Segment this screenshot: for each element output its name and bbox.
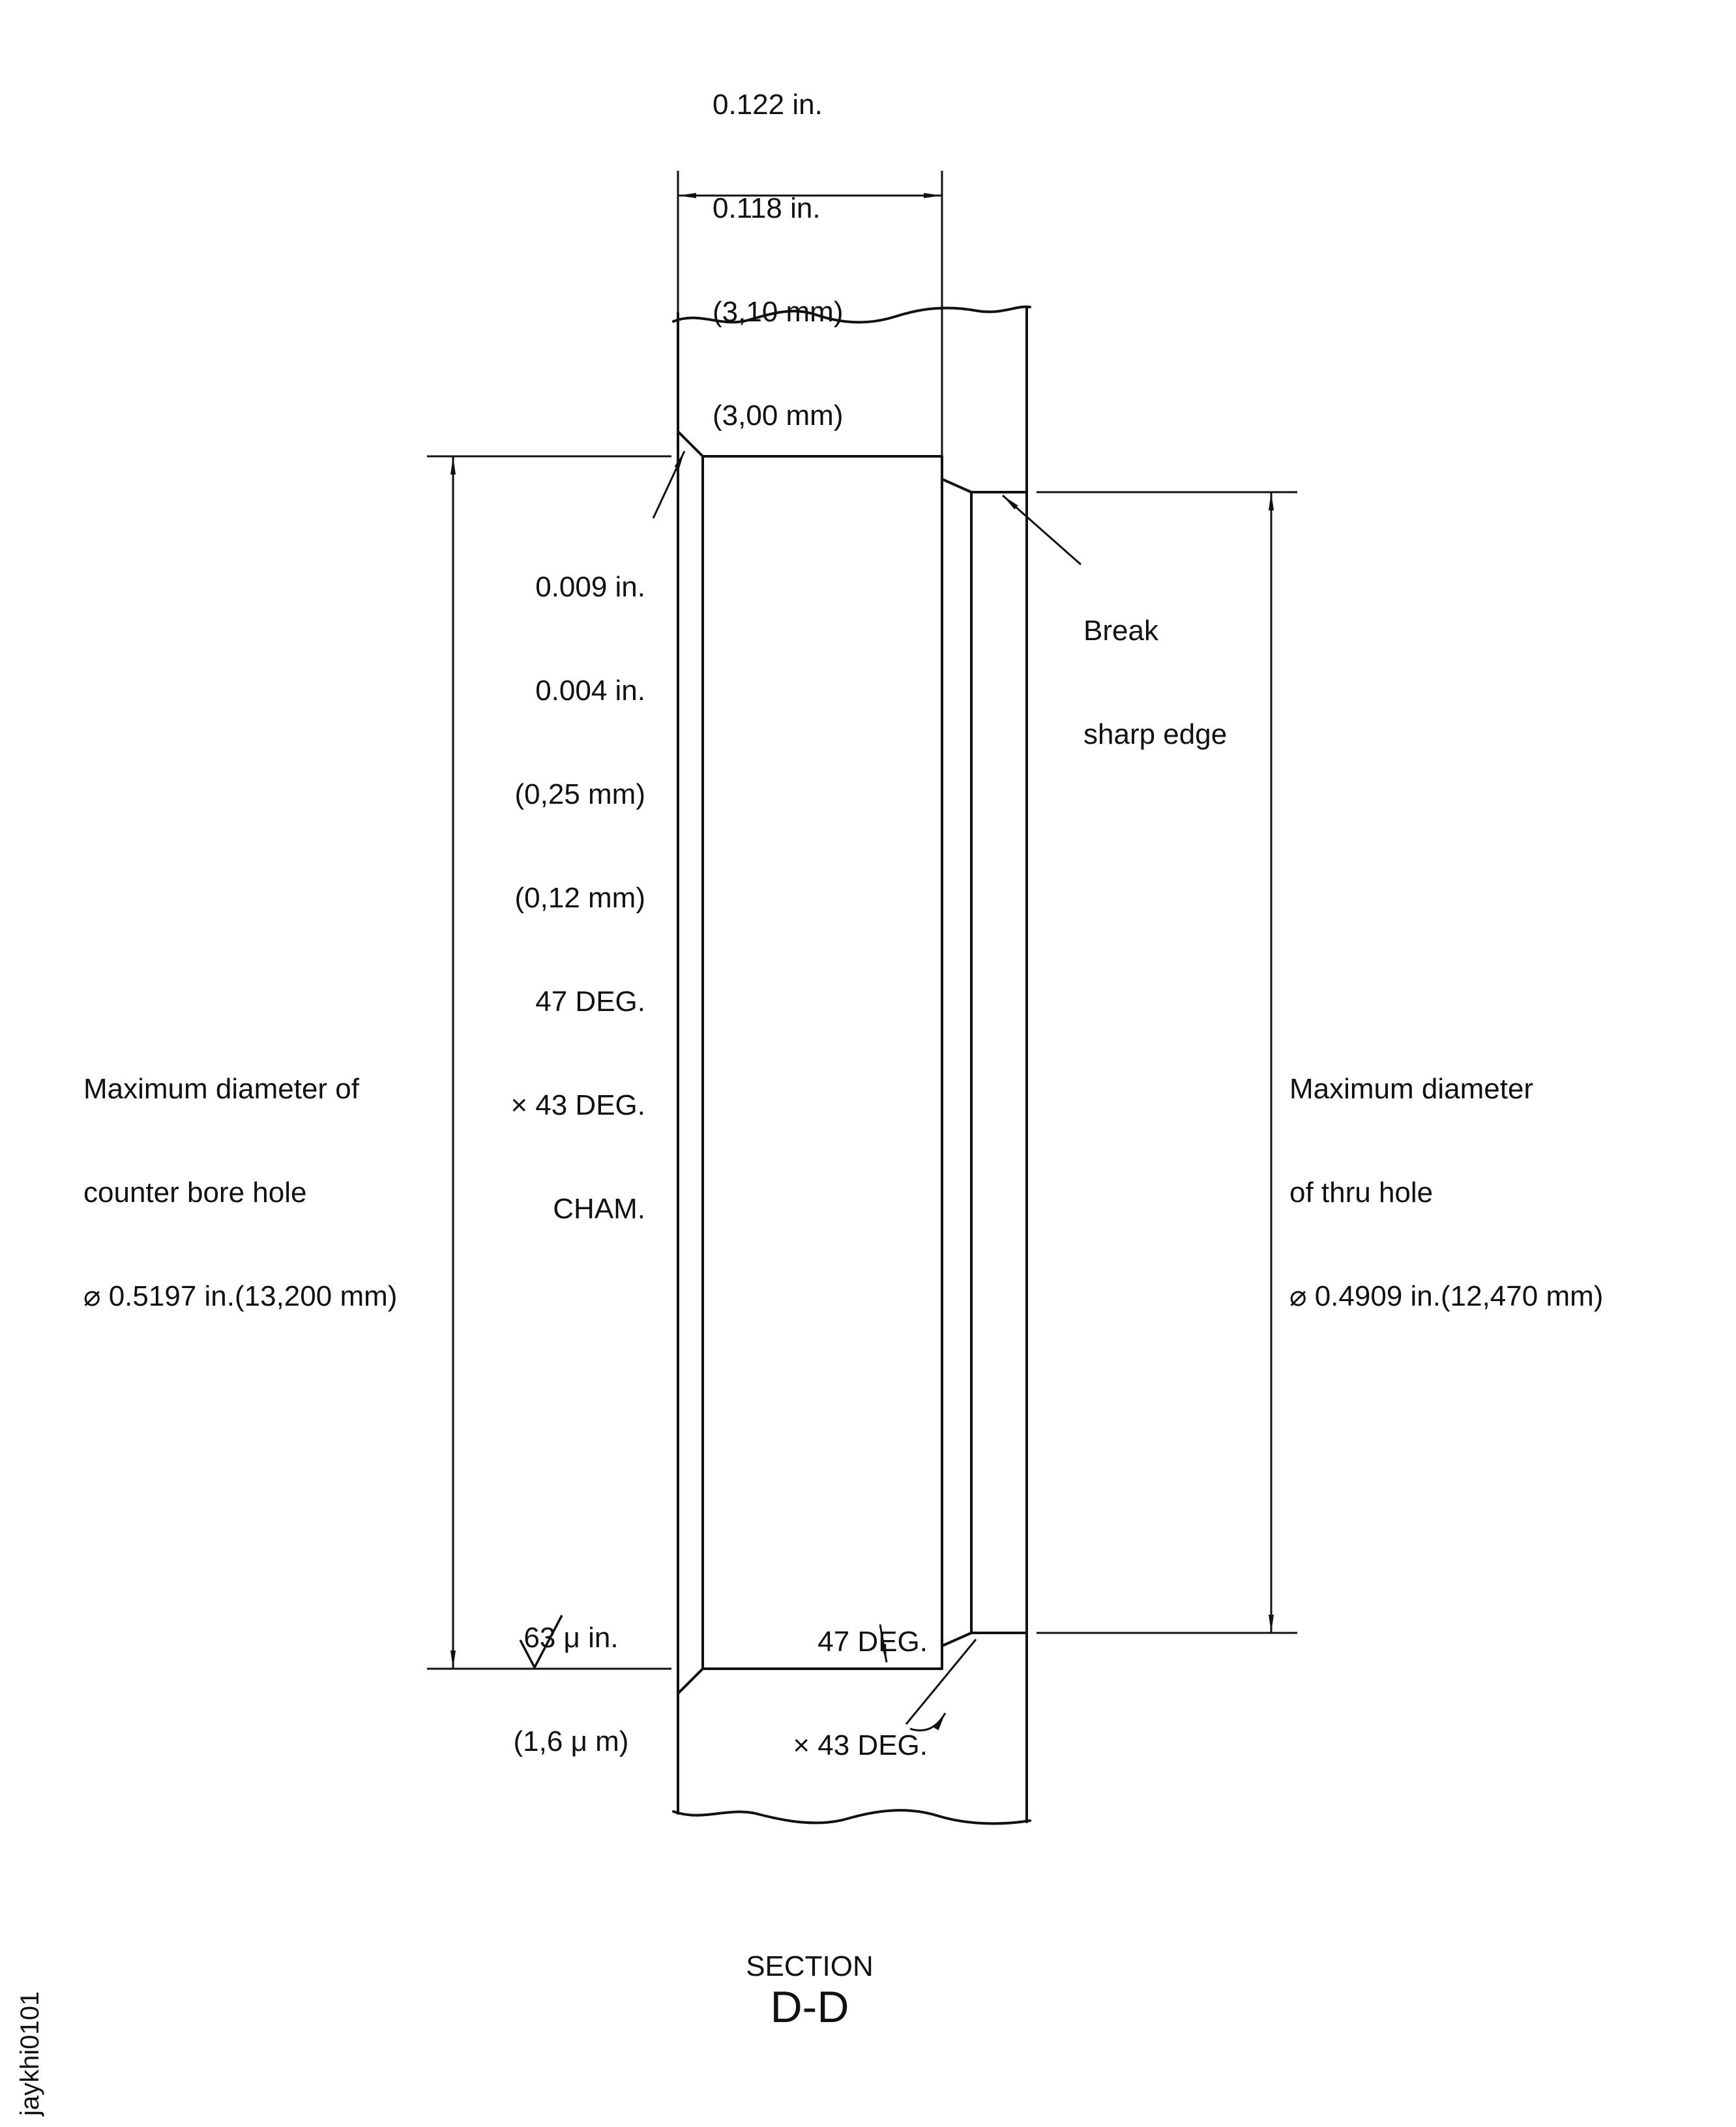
note-line: 47 DEG. (817, 1626, 928, 1658)
note-line: × 43 DEG. (793, 1729, 928, 1761)
entry-chamfer-leader-arrow (652, 450, 686, 519)
entry-chamfer-note: 0.009 in. 0.004 in. (0,25 mm) (0,12 mm) … (456, 501, 645, 1295)
surface-finish-note: 63 μ in. (1,6 μ m) (502, 1551, 640, 1828)
note-line: (0,25 mm) (514, 778, 645, 810)
break-edge-leader-arrow (1002, 494, 1081, 566)
note-line: ⌀ 0.5197 in.(13,200 mm) (83, 1280, 398, 1312)
leader-arrows (652, 450, 1081, 1663)
surface-finish-icon (519, 1615, 563, 1670)
note-line: Maximum diameter (1289, 1073, 1534, 1105)
note-line: (3,10 mm) (713, 296, 844, 328)
note-line: sharp edge (1083, 718, 1228, 750)
section-label: SECTION (746, 1950, 874, 1982)
note-line: 0.118 in. (713, 192, 821, 224)
note-line: (3,00 mm) (713, 400, 844, 432)
note-line: Maximum diameter of (83, 1073, 360, 1105)
step-chamfer-note: 47 DEG. × 43 DEG. (772, 1555, 928, 1832)
part-outline (672, 305, 1031, 1825)
counterbore-diameter-dimension (427, 455, 671, 1670)
note-line: counter bore hole (83, 1177, 307, 1209)
section-caption: SECTION D-D (712, 1950, 907, 2031)
note-line: 0.122 in. (713, 89, 823, 121)
step-chamfer-top-edge (941, 478, 973, 493)
chamfer-extension-line (905, 1639, 977, 1725)
note-line: 63 μ in. (523, 1622, 619, 1654)
note-line: Break (1083, 615, 1158, 647)
note-line: 47 DEG. (535, 986, 645, 1018)
note-line: CHAM. (553, 1193, 645, 1225)
entry-chamfer-bottom-edge (677, 1667, 704, 1695)
note-line: 0.004 in. (535, 675, 645, 707)
note-line: of thru hole (1289, 1177, 1434, 1209)
drawing-id-watermark: jaykhi0101 (16, 1991, 44, 2116)
top-width-dimension (677, 171, 943, 456)
thru-hole-diameter-label: Maximum diameter of thru hole ⌀ 0.4909 i… (1289, 1003, 1603, 1383)
step-chamfer-bottom-edge (941, 1632, 973, 1647)
chamfer-angle-construction (905, 1639, 977, 1732)
top-break-line (672, 305, 1031, 324)
note-line: (0,12 mm) (514, 882, 645, 914)
thru-hole-diameter-dimension (1037, 491, 1297, 1634)
note-line: 0.009 in. (535, 571, 645, 603)
top-dimension-note: 0.122 in. 0.118 in. (3,10 mm) (3,00 mm) (713, 18, 843, 502)
note-line: (1,6 μ m) (513, 1725, 629, 1757)
note-line: × 43 DEG. (510, 1089, 645, 1121)
note-line: ⌀ 0.4909 in.(12,470 mm) (1289, 1280, 1604, 1312)
bottom-break-line (672, 1809, 1031, 1825)
break-sharp-edge-note: Break sharp edge (1083, 544, 1227, 821)
counterbore-diameter-label: Maximum diameter of counter bore hole ⌀ … (83, 1003, 397, 1383)
step-chamfer-leader-arrow (879, 1624, 888, 1663)
section-name: D-D (770, 1982, 849, 2032)
angle-arc-arrow (909, 1712, 947, 1732)
entry-chamfer-top-edge (677, 430, 704, 458)
